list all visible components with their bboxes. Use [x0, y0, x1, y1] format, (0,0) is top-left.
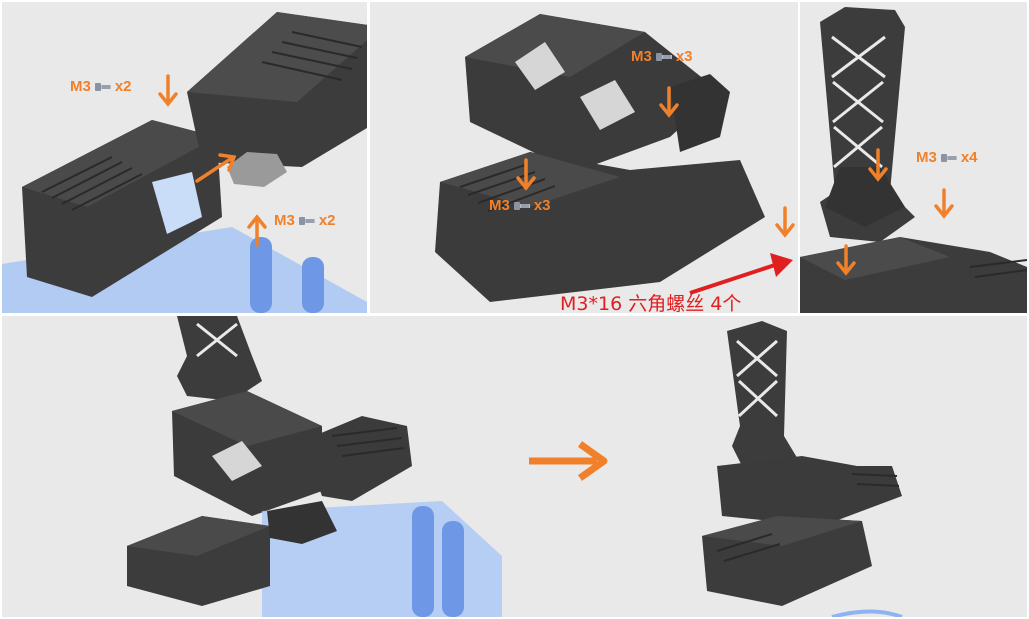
screw-label-p1-top: M3 x2 [70, 78, 132, 95]
screw-label-text: M3 [916, 149, 937, 166]
tower-mount-illustration [800, 7, 1027, 313]
screw-label-qty: x4 [960, 149, 978, 166]
screw-label-text: M3 [70, 78, 91, 95]
screw-icon [940, 151, 958, 165]
screw-label-p2-bottom: M3 x3 [489, 197, 551, 214]
step-panel-2 [370, 2, 798, 313]
screw-label-p2-top: M3 x3 [631, 48, 693, 65]
step-panel-4 [2, 316, 1027, 617]
screw-icon [94, 80, 112, 94]
screw-label-qty: x3 [533, 197, 551, 214]
step-panel-1 [2, 2, 367, 313]
step-panel-3 [800, 2, 1027, 313]
screw-label-p1-bottom: M3 x2 [274, 212, 336, 229]
screw-icon [655, 50, 673, 64]
screw-label-text: M3 [489, 197, 510, 214]
screw-icon [298, 214, 316, 228]
screw-label-qty: x2 [114, 78, 132, 95]
frame-mount-illustration [435, 14, 765, 302]
screw-label-qty: x2 [318, 212, 336, 229]
screw-label-text: M3 [631, 48, 652, 65]
final-assembly-illustration [127, 316, 903, 617]
screw-icon [513, 199, 531, 213]
hex-screw-note: M3*16 六角螺丝 4个 [560, 293, 742, 315]
result-arrow-icon [529, 441, 608, 481]
base-and-chassis-illustration [2, 12, 367, 313]
screw-label-text: M3 [274, 212, 295, 229]
screw-label-p3: M3 x4 [916, 149, 978, 166]
screw-label-qty: x3 [675, 48, 693, 65]
